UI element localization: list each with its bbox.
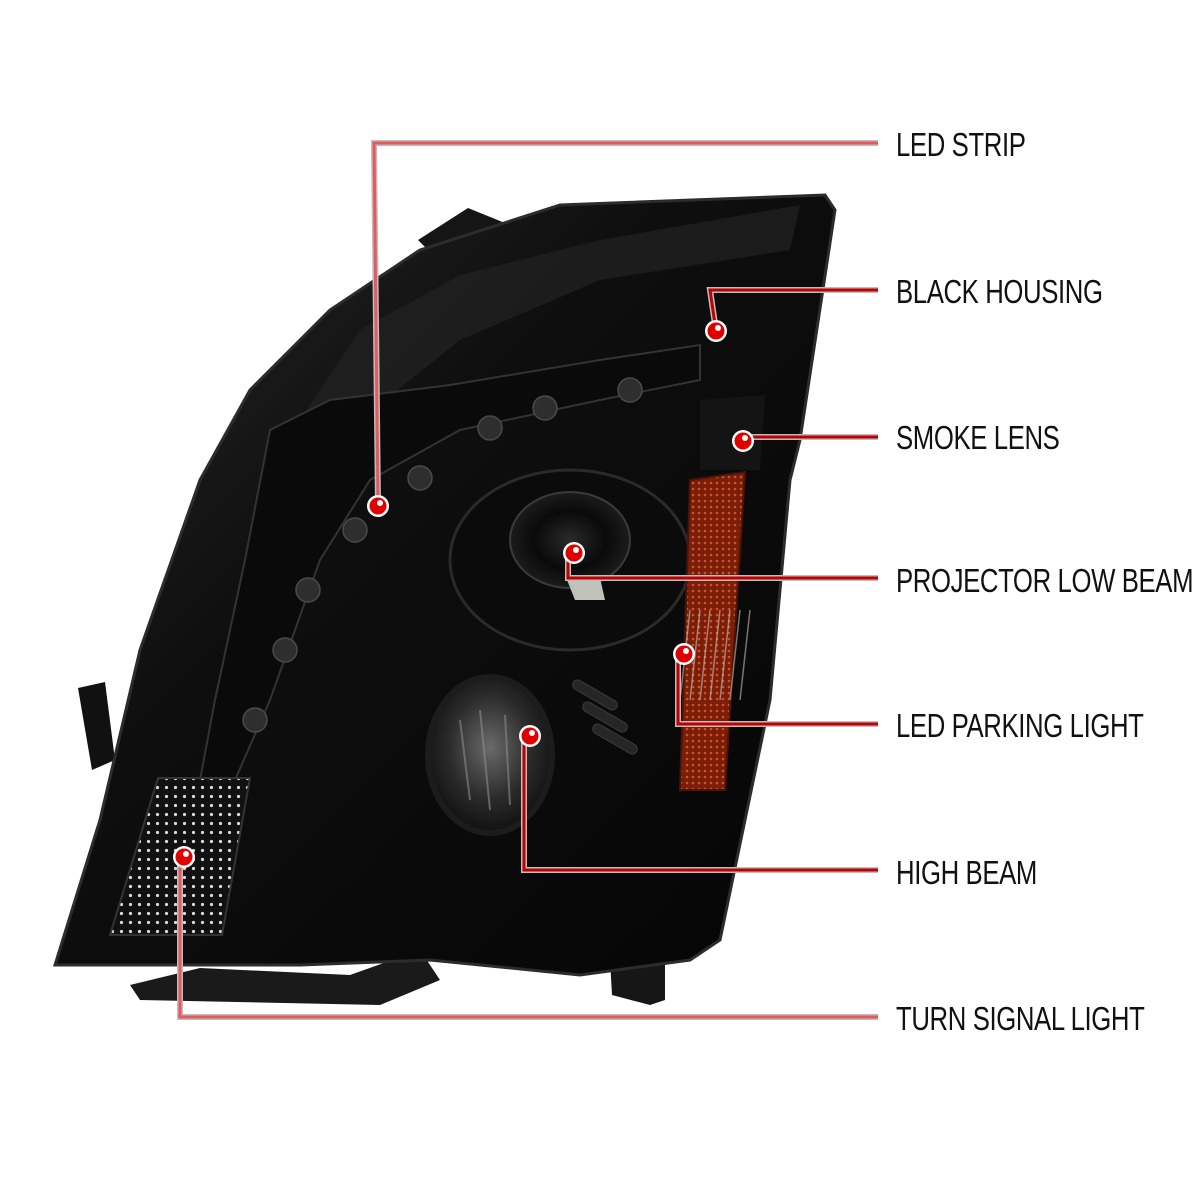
label-led-strip: LED STRIP [896, 126, 1026, 163]
high-beam-fins [572, 679, 638, 755]
label-black-housing: BLACK HOUSING [896, 273, 1103, 310]
label-led-parking-light: LED PARKING LIGHT [896, 707, 1144, 744]
led-strip-channel [198, 343, 701, 781]
led-units [242, 377, 643, 733]
projector-low-beam-marker-icon [563, 542, 585, 564]
smoke-lens-marker-icon [732, 430, 754, 452]
label-smoke-lens: SMOKE LENS [896, 419, 1060, 456]
projector-lens [509, 491, 631, 589]
led-strip-marker-icon [367, 495, 389, 517]
label-turn-signal-light: TURN SIGNAL LIGHT [896, 1000, 1145, 1037]
label-projector-low-beam: PROJECTOR LOW BEAM [896, 562, 1194, 599]
turn-signal-light-marker-icon [173, 846, 195, 868]
high-beam-marker-icon [519, 725, 541, 747]
label-high-beam: HIGH BEAM [896, 854, 1037, 891]
black-housing-marker-icon [705, 320, 727, 342]
callout-dots [173, 320, 754, 868]
led-parking-light-marker-icon [673, 643, 695, 665]
amber-parking-reflector [678, 470, 747, 791]
